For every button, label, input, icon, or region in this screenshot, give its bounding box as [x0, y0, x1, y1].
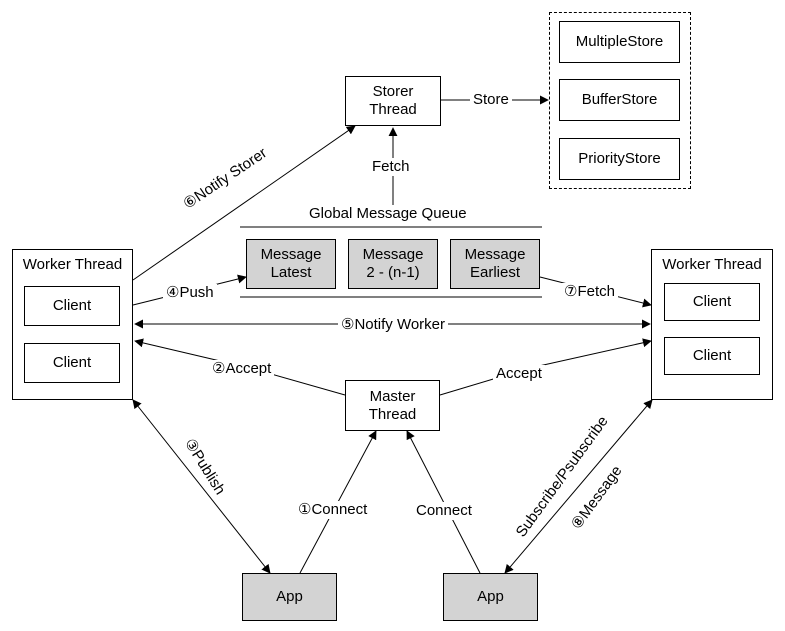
app-node-left: App — [242, 573, 337, 621]
connect-right-label: Connect — [413, 502, 475, 520]
app-node-right: App — [443, 573, 538, 621]
store-group — [549, 12, 691, 189]
message-earliest-label-1: Message — [464, 246, 526, 263]
message-latest-label-2: Latest — [270, 264, 312, 281]
worker-thread-left-title: Worker Thread — [22, 256, 123, 273]
multiple-store-node: MultipleStore — [559, 21, 680, 63]
left-client-2: Client — [24, 343, 120, 383]
message-earliest-label-2: Earliest — [469, 264, 521, 281]
master-thread-label-1: Master — [369, 387, 416, 405]
publish-arrow — [132, 399, 271, 574]
buffer-store-node: BufferStore — [559, 79, 680, 121]
message-latest-label-1: Message — [260, 246, 322, 263]
worker-thread-right-title: Worker Thread — [662, 256, 762, 273]
storer-thread-label-1: Storer — [372, 83, 414, 100]
message-middle-label-1: Message — [362, 246, 424, 263]
queue-title: Global Message Queue — [309, 205, 467, 222]
right-client-2: Client — [664, 337, 760, 375]
priority-store-node: PriorityStore — [559, 138, 680, 180]
worker-thread-right: Worker Thread — [651, 249, 773, 400]
push-label: ④Push — [163, 284, 217, 302]
master-thread-label-2: Thread — [368, 405, 417, 423]
subscribe-message-arrow — [504, 399, 653, 574]
storer-thread-label-2: Thread — [369, 101, 417, 118]
fetch-storer-label: Fetch — [369, 158, 413, 176]
connect-left-label: ①Connect — [295, 501, 371, 519]
store-label: Store — [470, 91, 512, 109]
notify-worker-label: ⑤Notify Worker — [338, 316, 449, 334]
fetch-worker-label: ⑦Fetch — [561, 283, 618, 301]
right-client-1: Client — [664, 283, 760, 321]
message-middle-label-2: 2 - (n-1) — [366, 264, 420, 281]
left-client-1: Client — [24, 286, 120, 326]
accept-left-label: ②Accept — [209, 360, 275, 378]
notify-storer-arrow — [132, 125, 356, 281]
accept-right-arrow — [439, 338, 652, 396]
accept-right-label: Accept — [493, 365, 545, 383]
